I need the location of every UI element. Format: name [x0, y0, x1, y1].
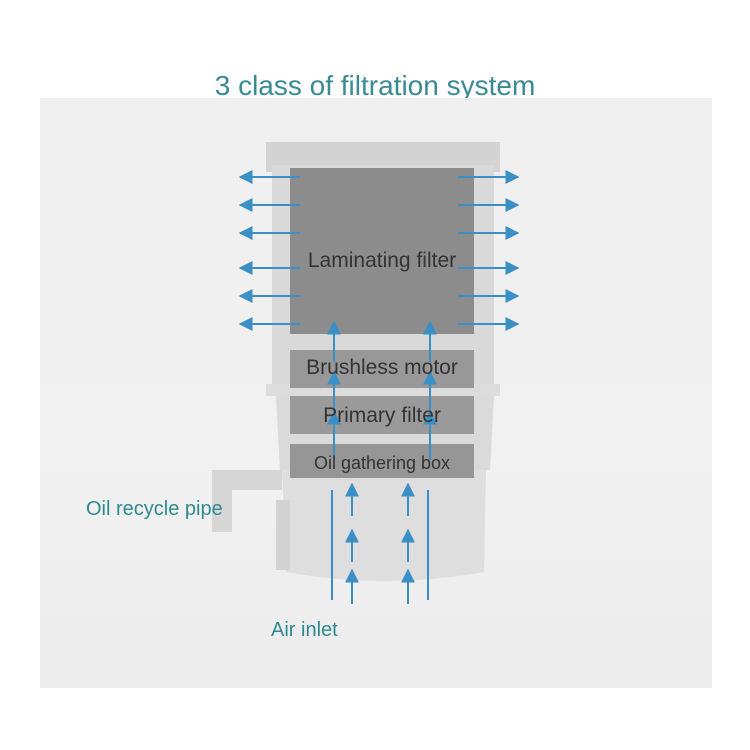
label-brushless-motor: Brushless motor — [306, 356, 458, 379]
label-oil-gathering-box: Oil gathering box — [313, 453, 451, 473]
outflow-arrows-right — [458, 170, 520, 331]
side-latch — [276, 500, 290, 570]
label-primary-filter: Primary filter — [323, 404, 441, 427]
brushless-motor-block — [290, 350, 474, 388]
lower-body — [282, 470, 486, 581]
laminating-filter-block — [290, 168, 474, 334]
oil-gathering-box-block — [290, 444, 474, 478]
upflow-arrows — [327, 320, 437, 460]
label-laminating-filter: Laminating filter — [307, 249, 457, 272]
primary-filter-block — [290, 396, 474, 434]
oil-recycle-pipe-shape — [212, 470, 282, 532]
outflow-arrows-left — [238, 170, 300, 331]
diagram-title: 3 class of filtration system — [214, 70, 536, 101]
inlet-arrows — [345, 482, 415, 604]
label-air-inlet: Air inlet — [271, 619, 338, 641]
label-oil-recycle-pipe: Oil recycle pipe — [86, 498, 223, 520]
